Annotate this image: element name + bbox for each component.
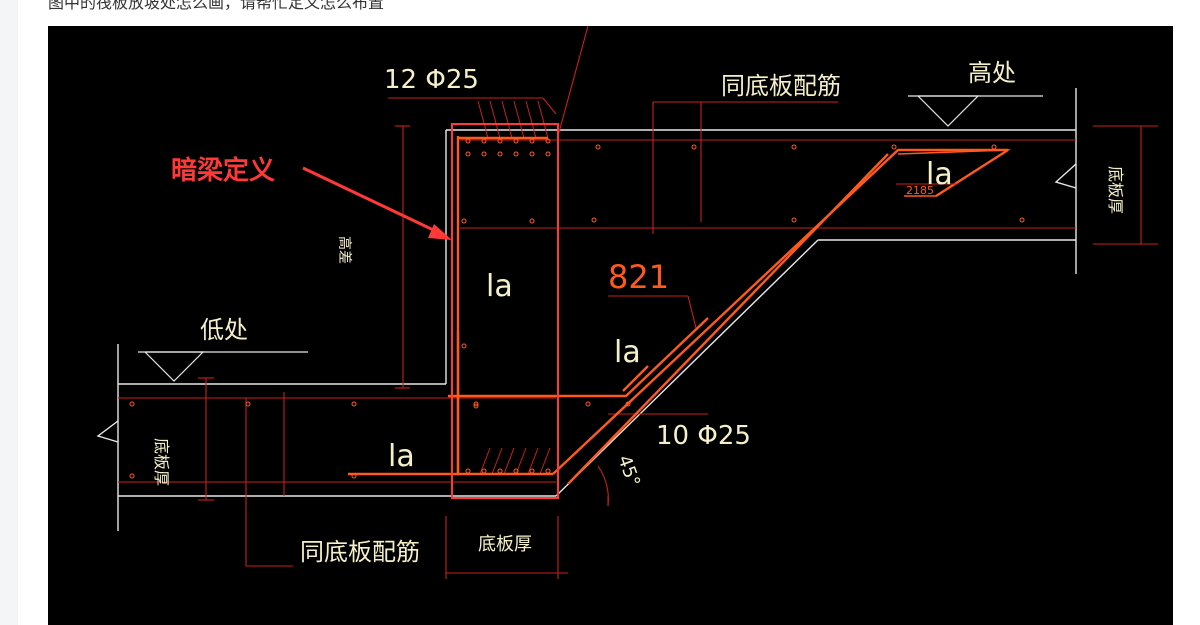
question-caption: 图中的筏板放坡处怎么画，请帮忙定义怎么布置 [48,0,385,12]
slab-thickness-right-label: 底板厚 [1106,166,1125,214]
low-side-label: 低处 [200,316,248,344]
anchor-label-1: la [486,269,513,304]
rebar-dots [129,138,1025,479]
top-bar-label: 12 Φ25 [384,65,479,95]
rebar-lines [348,136,1009,485]
small-dimension-label: 2185 [906,184,934,197]
angle-label: 45° [613,453,644,490]
height-diff-label: 高差 [336,236,353,264]
anchor-right-shape [897,149,1011,197]
level-markers [138,95,1043,382]
high-side-label: 高处 [968,59,1016,87]
cad-drawing-canvas: 暗梁定义 12 Φ25 10 Φ25 同底板配筋 同底板配筋 高处 低处 底板厚… [48,26,1173,625]
anchor-label-4: la [926,157,953,192]
bar-mark-label: 821 [608,258,669,296]
slab-thickness-left-label: 底板厚 [152,438,171,486]
bottom-bar-label: 10 Φ25 [656,421,751,451]
dimension-lines [118,26,1158,579]
anchor-label-2: la [614,335,641,370]
annotation-arrow [302,166,452,240]
concrete-outline [96,88,1077,531]
cad-drawing: 暗梁定义 12 Φ25 10 Φ25 同底板配筋 同底板配筋 高处 低处 底板厚… [96,26,1158,579]
hidden-beam-highlight [451,123,559,499]
same-as-slab-label-bottom: 同底板配筋 [300,538,420,566]
slab-thickness-bottom-label: 底板厚 [478,534,532,555]
same-as-slab-label-top: 同底板配筋 [721,72,841,100]
anchor-label-3: la [388,439,415,474]
hidden-beam-label: 暗梁定义 [171,155,275,186]
